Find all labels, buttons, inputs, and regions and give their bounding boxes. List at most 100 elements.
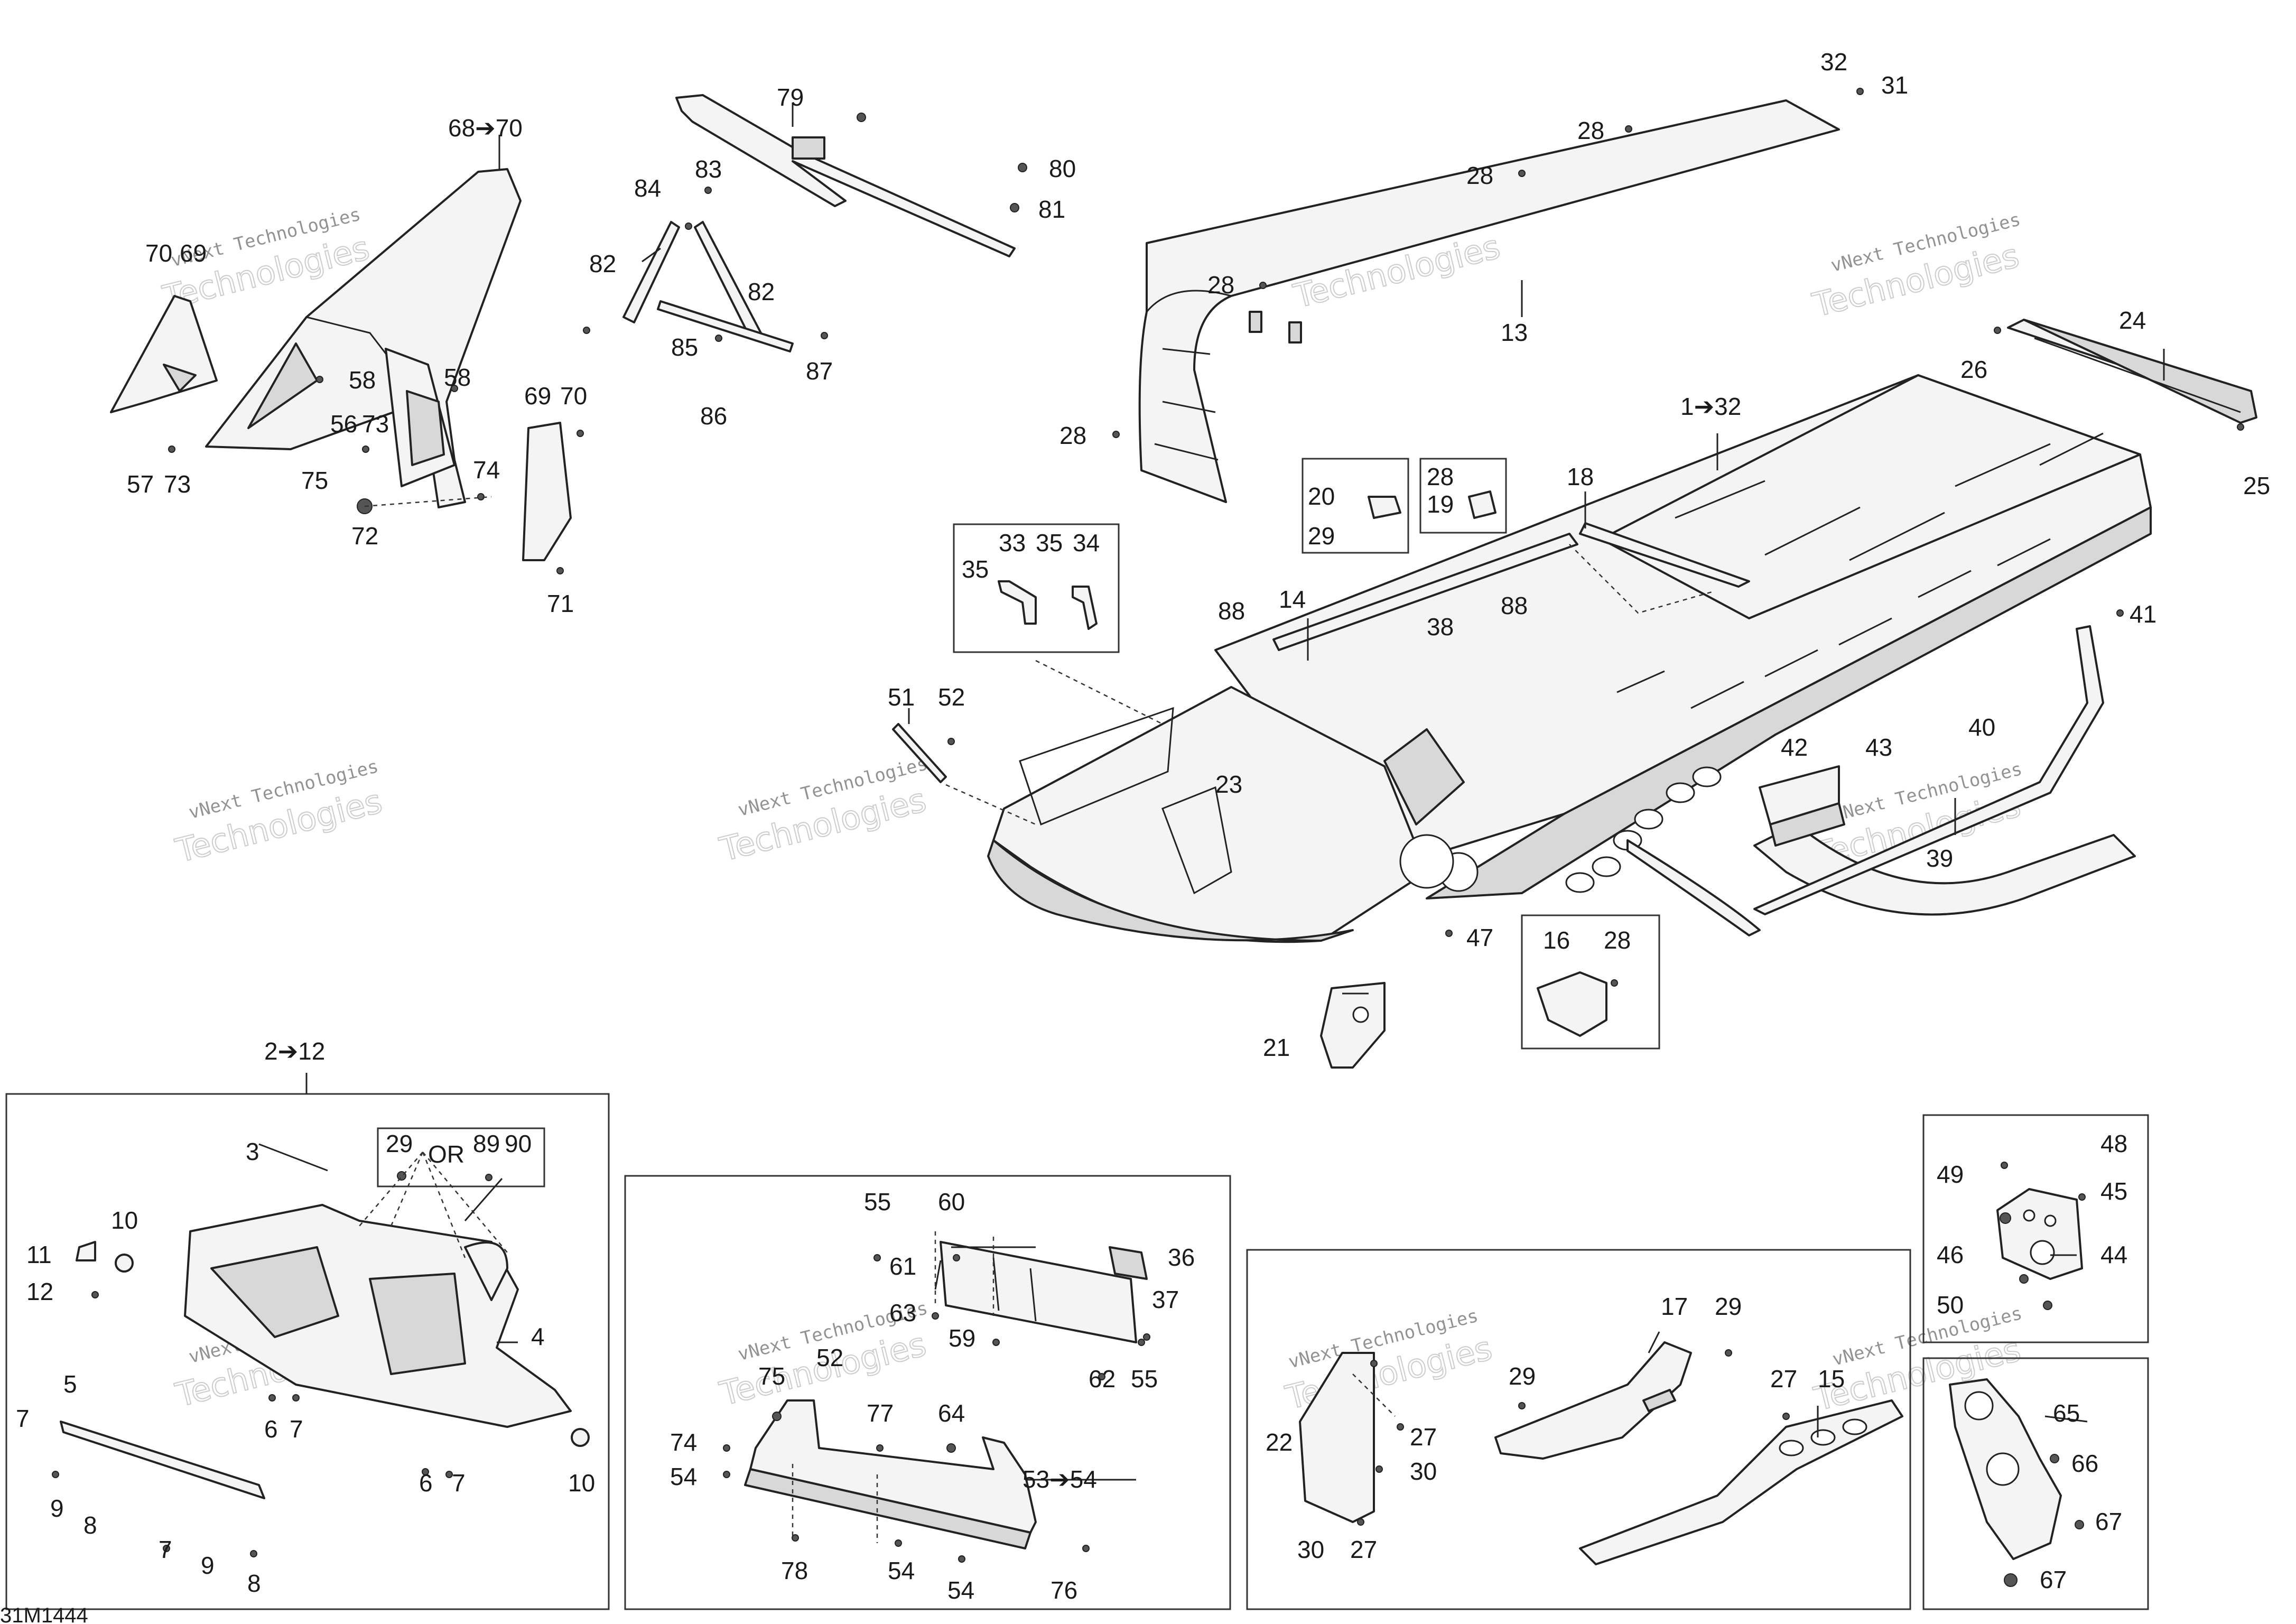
- callout-28: 28: [1604, 926, 1631, 954]
- tunnel-cover-part: [1138, 99, 1840, 503]
- callout-75: 75: [301, 467, 328, 494]
- callout-86: 86: [700, 402, 727, 430]
- callout-7: 7: [16, 1405, 30, 1432]
- callout-69: 69: [180, 239, 207, 267]
- callout-28: 28: [1577, 117, 1604, 144]
- callout-11: 11: [26, 1241, 52, 1268]
- steering-frame-part: [205, 168, 522, 508]
- callout-77: 77: [867, 1399, 894, 1427]
- callout-42: 42: [1781, 734, 1808, 761]
- callout-72: 72: [351, 522, 378, 550]
- callout-5: 5: [63, 1370, 77, 1398]
- callout-6: 6: [419, 1469, 433, 1497]
- callout-70: 70: [145, 239, 172, 267]
- callout-32: 32: [1820, 48, 1847, 76]
- callout-70: 70: [560, 382, 587, 410]
- panel-53-54: [624, 1175, 1231, 1610]
- callout-24: 24: [2119, 307, 2146, 334]
- callout-16: 16: [1543, 926, 1570, 954]
- callout-47: 47: [1466, 924, 1493, 951]
- callout-28: 28: [1466, 162, 1493, 189]
- callout-68-70: 68➔70: [448, 114, 523, 142]
- callout-4: 4: [531, 1323, 545, 1350]
- callout-35: 35: [1036, 529, 1063, 556]
- callout-30: 30: [1410, 1458, 1437, 1485]
- callout-67: 67: [2095, 1508, 2122, 1535]
- callout-10: 10: [568, 1469, 595, 1497]
- callout-7: 7: [452, 1469, 466, 1497]
- callout-38: 38: [1427, 613, 1454, 641]
- tunnel-cover-bolt: [1249, 311, 1302, 344]
- callout-54: 54: [670, 1463, 697, 1490]
- callout-1-32: 1➔32: [1680, 393, 1741, 420]
- callout-73: 73: [362, 410, 389, 438]
- callout-50: 50: [1937, 1291, 1964, 1319]
- callout-58: 58: [349, 366, 376, 394]
- callout-58: 58: [444, 364, 471, 391]
- callout-7: 7: [159, 1536, 172, 1563]
- steering-rods-part: [622, 221, 794, 352]
- callout-78: 78: [781, 1557, 808, 1584]
- callout-7: 7: [290, 1415, 303, 1443]
- callout-33: 33: [999, 529, 1026, 556]
- callout-79: 79: [777, 83, 804, 111]
- callout-27: 27: [1410, 1423, 1437, 1451]
- callout-87: 87: [806, 357, 833, 385]
- callout-59: 59: [949, 1324, 975, 1352]
- callout-43: 43: [1865, 734, 1892, 761]
- watermark: Technologies vNext Technologies: [171, 756, 386, 870]
- callout-35: 35: [962, 555, 989, 583]
- detail-box-33-35: [953, 523, 1120, 653]
- callout-29: 29: [386, 1130, 413, 1157]
- callout-64: 64: [938, 1399, 965, 1427]
- callout-27: 27: [1350, 1536, 1377, 1563]
- rod-part: [892, 723, 947, 783]
- callout-88: 88: [1218, 597, 1245, 625]
- chassis-slots: [1616, 432, 2104, 709]
- callout-60: 60: [938, 1188, 965, 1215]
- detail-box-19-20: [1302, 458, 1507, 554]
- watermark: Technologies vNext Technologies: [1281, 1305, 1496, 1418]
- callout-labels: 32 31 28 28 28 28 13 24 26 25 1➔32 18 20…: [0, 48, 2270, 1624]
- callout-29: 29: [1715, 1293, 1742, 1320]
- callout-41: 41: [2130, 600, 2156, 628]
- callout-3: 3: [246, 1138, 259, 1165]
- callout-65: 65: [2053, 1399, 2080, 1427]
- callout-30: 30: [1297, 1536, 1324, 1563]
- callout-27: 27: [1770, 1365, 1797, 1393]
- callout-15: 15: [1818, 1365, 1845, 1393]
- callout-8: 8: [247, 1570, 261, 1597]
- callout-14: 14: [1279, 586, 1306, 613]
- fasteners: [52, 88, 2244, 1587]
- or-text: OR: [428, 1140, 464, 1168]
- callout-34: 34: [1073, 529, 1100, 556]
- callout-62: 62: [1089, 1365, 1116, 1393]
- callout-52: 52: [938, 683, 965, 711]
- callout-57: 57: [127, 470, 154, 498]
- callout-9: 9: [201, 1552, 215, 1579]
- callout-61: 61: [889, 1252, 916, 1280]
- callout-12: 12: [26, 1278, 53, 1305]
- callout-84: 84: [634, 174, 661, 202]
- callout-29: 29: [1509, 1362, 1536, 1390]
- watermark: Technologies vNext Technologies: [1808, 209, 2023, 325]
- callout-21: 21: [1263, 1034, 1290, 1061]
- callout-81: 81: [1038, 196, 1065, 223]
- callout-44: 44: [2100, 1241, 2127, 1268]
- callout-82: 82: [589, 250, 616, 277]
- callout-52: 52: [816, 1344, 843, 1371]
- callout-10: 10: [111, 1207, 138, 1234]
- callout-28: 28: [1207, 271, 1234, 299]
- callout-26: 26: [1960, 356, 1987, 383]
- callout-48: 48: [2100, 1130, 2127, 1157]
- rear-rail-part: [2007, 319, 2257, 424]
- callout-55: 55: [864, 1188, 891, 1215]
- callout-66: 66: [2071, 1450, 2098, 1477]
- callout-13: 13: [1501, 319, 1528, 346]
- callout-28: 28: [1427, 463, 1454, 490]
- callout-17: 17: [1661, 1293, 1688, 1320]
- callout-22: 22: [1266, 1428, 1293, 1456]
- detail-box-16-28: [1521, 914, 1660, 1050]
- callout-39: 39: [1926, 845, 1953, 872]
- panel-44-50: [1922, 1114, 2149, 1343]
